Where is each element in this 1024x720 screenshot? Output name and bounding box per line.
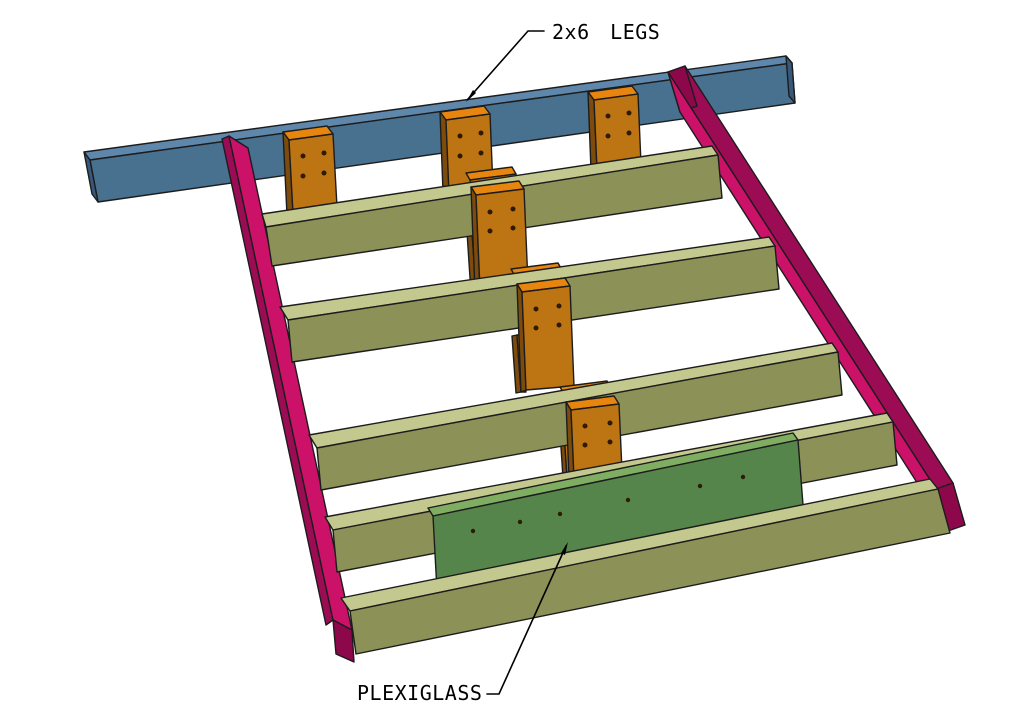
- screw-hole: [607, 420, 613, 426]
- leg-2x6-headboard-3: [587, 85, 642, 171]
- screw-hole: [478, 150, 484, 156]
- plexiglass-hole: [557, 511, 563, 517]
- plexiglass-panel: [427, 432, 804, 592]
- screw-hole: [510, 225, 516, 231]
- legs-callout: 2x6 LEGS: [466, 20, 660, 102]
- screw-hole: [626, 110, 632, 116]
- screw-hole: [321, 170, 327, 176]
- leg-2x6-center-2-front: [516, 277, 575, 393]
- screw-hole: [478, 130, 484, 136]
- screw-hole: [487, 228, 493, 234]
- plexiglass-hole: [740, 474, 746, 480]
- headboard-beam-right-end: [785, 55, 796, 104]
- joist-front-face: [349, 488, 951, 655]
- screw-hole: [556, 303, 562, 309]
- screw-hole: [605, 133, 611, 139]
- screw-hole: [556, 322, 562, 328]
- plexiglass-hole: [625, 497, 631, 503]
- leg-front-face: [521, 285, 575, 391]
- screw-hole: [626, 130, 632, 136]
- plexiglass-leader-line: [486, 545, 567, 695]
- headboard-beam-left-end: [83, 151, 99, 203]
- screw-hole: [300, 153, 306, 159]
- screw-hole: [533, 325, 539, 331]
- screw-hole: [457, 153, 463, 159]
- plexiglass-hole: [517, 519, 523, 525]
- screw-hole: [607, 439, 613, 445]
- leg-front-face: [288, 133, 338, 214]
- plexiglass-leader-arrowhead: [561, 542, 568, 555]
- screw-hole: [457, 133, 463, 139]
- screw-hole: [487, 209, 493, 215]
- screw-hole: [300, 173, 306, 179]
- screw-hole: [605, 113, 611, 119]
- screw-hole: [582, 442, 588, 448]
- plexiglass-hole: [470, 528, 476, 534]
- screw-hole: [582, 423, 588, 429]
- plexiglass-hole: [697, 483, 703, 489]
- joist-5: [340, 478, 951, 655]
- legs-label: 2x6 LEGS: [552, 20, 660, 44]
- screw-hole: [321, 150, 327, 156]
- screw-hole: [510, 206, 516, 212]
- plexiglass-callout: PLEXIGLASS: [357, 542, 568, 705]
- leg-2x6-center-3-front: [565, 395, 623, 480]
- plexiglass-label: PLEXIGLASS: [357, 681, 482, 705]
- legs-leader-arrowhead: [466, 90, 476, 102]
- legs-leader-line: [467, 30, 545, 100]
- screw-hole: [533, 306, 539, 312]
- leg-2x6-headboard-1: [282, 125, 338, 216]
- side-rail-left: [221, 135, 355, 663]
- rail-foot-end: [332, 619, 355, 663]
